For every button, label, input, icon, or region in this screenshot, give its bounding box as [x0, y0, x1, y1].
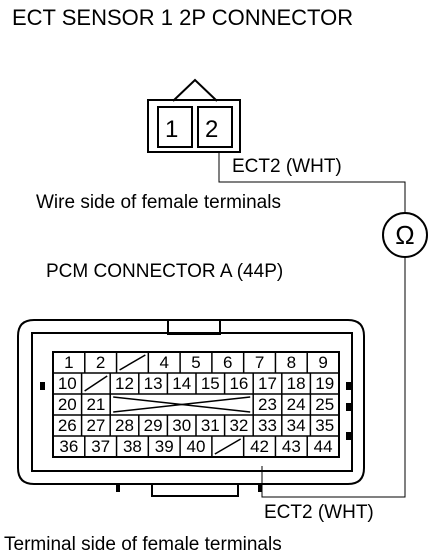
pcm-terminal-38: 38 — [123, 437, 142, 456]
pcm-terminal-34: 34 — [287, 416, 306, 435]
ect-connector-housing — [147, 99, 241, 153]
pcm-terminal-29: 29 — [144, 416, 163, 435]
pcm-terminal-1: 1 — [64, 353, 73, 372]
ect-pin-1: 1 — [165, 116, 178, 143]
ect-2p-connector — [147, 78, 241, 153]
pcm-terminal-5: 5 — [191, 353, 200, 372]
pcm-terminal-33: 33 — [258, 416, 277, 435]
pcm-terminal-37: 37 — [91, 437, 110, 456]
pcm-terminal-24: 24 — [287, 395, 306, 414]
lower-probe-wire — [261, 257, 406, 498]
ohmmeter: Ω — [382, 212, 428, 258]
empty-cavity-slash — [119, 354, 146, 371]
pcm-terminal-35: 35 — [315, 416, 334, 435]
pcm-connector-title: PCM CONNECTOR A (44P) — [46, 261, 283, 282]
pcm-connector-outer-housing — [17, 319, 365, 485]
ohm-symbol: Ω — [395, 220, 414, 250]
pcm-terminal-31: 31 — [201, 416, 220, 435]
pcm-terminal-17: 17 — [258, 374, 277, 393]
pcm-connector-bottom-tab — [151, 483, 239, 497]
pcm-terminal-32: 32 — [229, 416, 248, 435]
pcm-terminal-15: 15 — [201, 374, 220, 393]
pcm-terminal-26: 26 — [58, 416, 77, 435]
ect-pin-2: 2 — [205, 116, 218, 143]
pcm-terminal-40: 40 — [187, 437, 206, 456]
pcm-terminal-9: 9 — [318, 353, 327, 372]
empty-cavity-slash — [84, 375, 108, 392]
pcm-terminal-44: 44 — [314, 437, 333, 456]
pcm-terminal-25: 25 — [315, 395, 334, 414]
pcm-terminal-6: 6 — [223, 353, 232, 372]
pcm-terminal-7: 7 — [255, 353, 264, 372]
pcm-terminal-16: 16 — [229, 374, 248, 393]
pcm-terminal-30: 30 — [172, 416, 191, 435]
ect-pin-1-cavity — [157, 106, 193, 148]
pcm-connector-top-latch — [167, 319, 221, 335]
pcm-44p-connector — [17, 319, 365, 497]
ect-connector-latch — [172, 78, 218, 102]
pcm-terminal-39: 39 — [155, 437, 174, 456]
pcm-terminal-42: 42 — [250, 437, 269, 456]
pcm-terminal-23: 23 — [258, 395, 277, 414]
ect-side-label: Wire side of female terminals — [36, 192, 281, 213]
pcm-terminal-14: 14 — [172, 374, 191, 393]
pcm-terminal-21: 21 — [86, 395, 105, 414]
blocked-region-cross-b — [113, 396, 251, 413]
pcm-terminal-2: 2 — [96, 353, 105, 372]
ect-connector-title: ECT SENSOR 1 2P CONNECTOR — [12, 5, 353, 30]
pcm-terminal-8: 8 — [287, 353, 296, 372]
empty-cavity-slash — [214, 438, 242, 455]
pcm-terminal-28: 28 — [115, 416, 134, 435]
pcm-terminal-18: 18 — [287, 374, 306, 393]
wire-label-top: ECT2 (WHT) — [232, 156, 342, 177]
pcm-terminal-4: 4 — [159, 353, 168, 372]
pcm-terminal-12: 12 — [115, 374, 134, 393]
pcm-terminal-19: 19 — [315, 374, 334, 393]
pcm-terminal-grid — [52, 351, 340, 458]
pcm-terminal-10: 10 — [58, 374, 77, 393]
pcm-terminal-20: 20 — [58, 395, 77, 414]
pcm-terminal-27: 27 — [86, 416, 105, 435]
pcm-lock-marks — [40, 382, 351, 492]
pcm-side-label: Terminal side of female terminals — [4, 534, 282, 555]
wire-label-bottom: ECT2 (WHT) — [264, 502, 374, 523]
pcm-terminal-43: 43 — [282, 437, 301, 456]
upper-probe-wire — [218, 152, 406, 212]
pcm-terminal-36: 36 — [59, 437, 78, 456]
pcm-terminal-13: 13 — [144, 374, 163, 393]
ect-pin-2-cavity — [197, 106, 233, 148]
